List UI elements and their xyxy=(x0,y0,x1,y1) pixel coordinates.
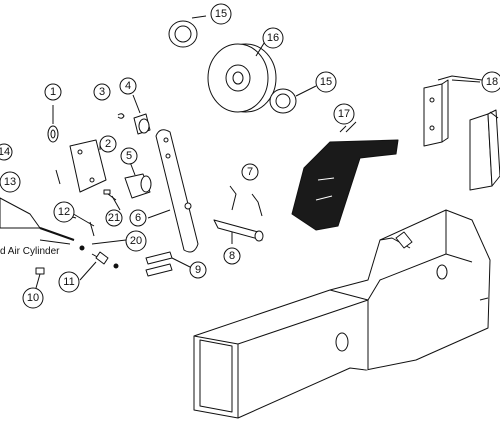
callout-10: 10 xyxy=(27,292,39,304)
main-housing xyxy=(193,209,491,419)
part-4-roller xyxy=(132,94,151,135)
part-18-angle-brackets xyxy=(423,75,500,191)
part-20-nut xyxy=(79,239,127,269)
callout-8: 8 xyxy=(229,250,235,262)
callout-7: 7 xyxy=(247,166,253,178)
callout-5: 5 xyxy=(126,150,132,162)
callout-21: 21 xyxy=(108,212,120,224)
callout-1: 1 xyxy=(50,86,56,98)
part-15-bushing-top xyxy=(168,20,198,48)
callout-11: 11 xyxy=(63,276,74,288)
part-10-bolt xyxy=(35,267,45,289)
callout-16: 16 xyxy=(267,32,279,44)
part-6-arm xyxy=(147,129,199,253)
part-11-clevis-pin xyxy=(79,251,109,281)
callout-17: 17 xyxy=(338,108,350,120)
callouts xyxy=(0,3,500,309)
part-9-pins xyxy=(145,251,193,277)
part-21-bolt xyxy=(103,189,117,201)
callout-18: 18 xyxy=(486,76,498,88)
air-cylinder-label: d Air Cylinder xyxy=(0,246,60,257)
part-2-plate xyxy=(69,139,107,193)
part-5-sleeve xyxy=(124,161,152,199)
part-17-bracket xyxy=(291,125,399,231)
part-13-air-cylinder xyxy=(0,197,75,241)
part-15-bushing-right xyxy=(269,88,297,114)
part-3-clip xyxy=(117,113,125,119)
callout-14: 14 xyxy=(0,146,10,158)
callout-13: 13 xyxy=(4,176,16,188)
callout-15-top: 15 xyxy=(215,8,227,20)
callout-4: 4 xyxy=(125,80,131,92)
callout-2: 2 xyxy=(105,138,111,150)
part-16-pulley xyxy=(207,43,277,113)
callout-6: 6 xyxy=(135,212,141,224)
callout-12: 12 xyxy=(58,206,70,218)
callout-20: 20 xyxy=(130,235,142,247)
part-7-cotter-pins xyxy=(229,185,263,217)
callout-3: 3 xyxy=(99,86,105,98)
callout-9: 9 xyxy=(195,264,201,276)
callout-15-right: 15 xyxy=(320,76,332,88)
part-1-washer xyxy=(47,105,59,143)
part-8-pin xyxy=(213,219,264,244)
